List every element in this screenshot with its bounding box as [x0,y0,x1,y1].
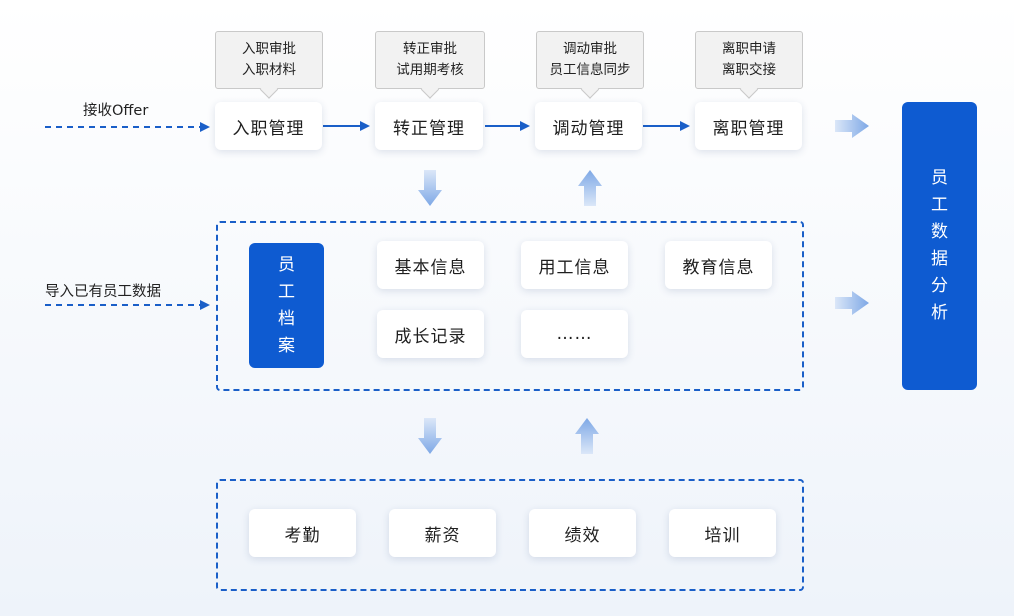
employee-data-analysis[interactable]: 员 工 数 据 分 析 [902,102,977,390]
import-input-label: 导入已有员工数据 [45,284,161,300]
module-attendance[interactable]: 考勤 [249,509,356,557]
archive-title: 员 工 档 案 [249,243,324,368]
tip-transfer: 调动审批 员工信息同步 [536,31,644,99]
offer-input-label: 接收Offer [83,103,149,119]
down-arrow-top [418,170,442,206]
archive-item-employment-info[interactable]: 用工信息 [521,241,628,289]
up-arrow-bottom [575,418,599,454]
to-analysis-arrow-mid [835,291,869,315]
module-payroll[interactable]: 薪资 [389,509,496,557]
stage-probation[interactable]: 转正管理 [375,102,483,150]
tip-probation: 转正审批 试用期考核 [375,31,485,99]
tip-line: 试用期考核 [396,62,464,78]
tip-onboarding: 入职审批 入职材料 [215,31,323,99]
down-arrow-bottom [418,418,442,454]
tip-line: 调动审批 [563,41,617,57]
analysis-title-char: 数 [931,222,948,242]
modules-box [216,479,804,591]
analysis-title-char: 分 [931,276,948,296]
employee-archive-box [216,221,804,391]
tip-line: 离职交接 [722,62,776,78]
tip-line: 员工信息同步 [549,62,631,78]
tip-line: 入职审批 [242,41,296,57]
tip-line: 转正审批 [403,41,457,57]
tip-line: 离职申请 [722,41,776,57]
archive-title-char: 工 [278,281,295,302]
archive-item-more[interactable]: …… [521,310,628,358]
archive-title-char: 档 [278,308,295,329]
archive-title-char: 案 [278,335,295,356]
archive-item-education-info[interactable]: 教育信息 [665,241,772,289]
archive-item-growth-record[interactable]: 成长记录 [377,310,484,358]
module-performance[interactable]: 绩效 [529,509,636,557]
analysis-title-char: 工 [931,195,948,215]
analysis-title-char: 析 [931,303,948,323]
tip-line: 入职材料 [242,62,296,78]
up-arrow-top [578,170,602,206]
stage-transfer[interactable]: 调动管理 [535,102,642,150]
module-training[interactable]: 培训 [669,509,776,557]
archive-item-basic-info[interactable]: 基本信息 [377,241,484,289]
stage-offboarding[interactable]: 离职管理 [695,102,802,150]
analysis-title-char: 据 [931,249,948,269]
analysis-title-char: 员 [931,168,948,188]
stage-onboarding[interactable]: 入职管理 [215,102,322,150]
archive-title-char: 员 [278,254,295,275]
tip-offboarding: 离职申请 离职交接 [695,31,803,99]
to-analysis-arrow-top [835,114,869,138]
